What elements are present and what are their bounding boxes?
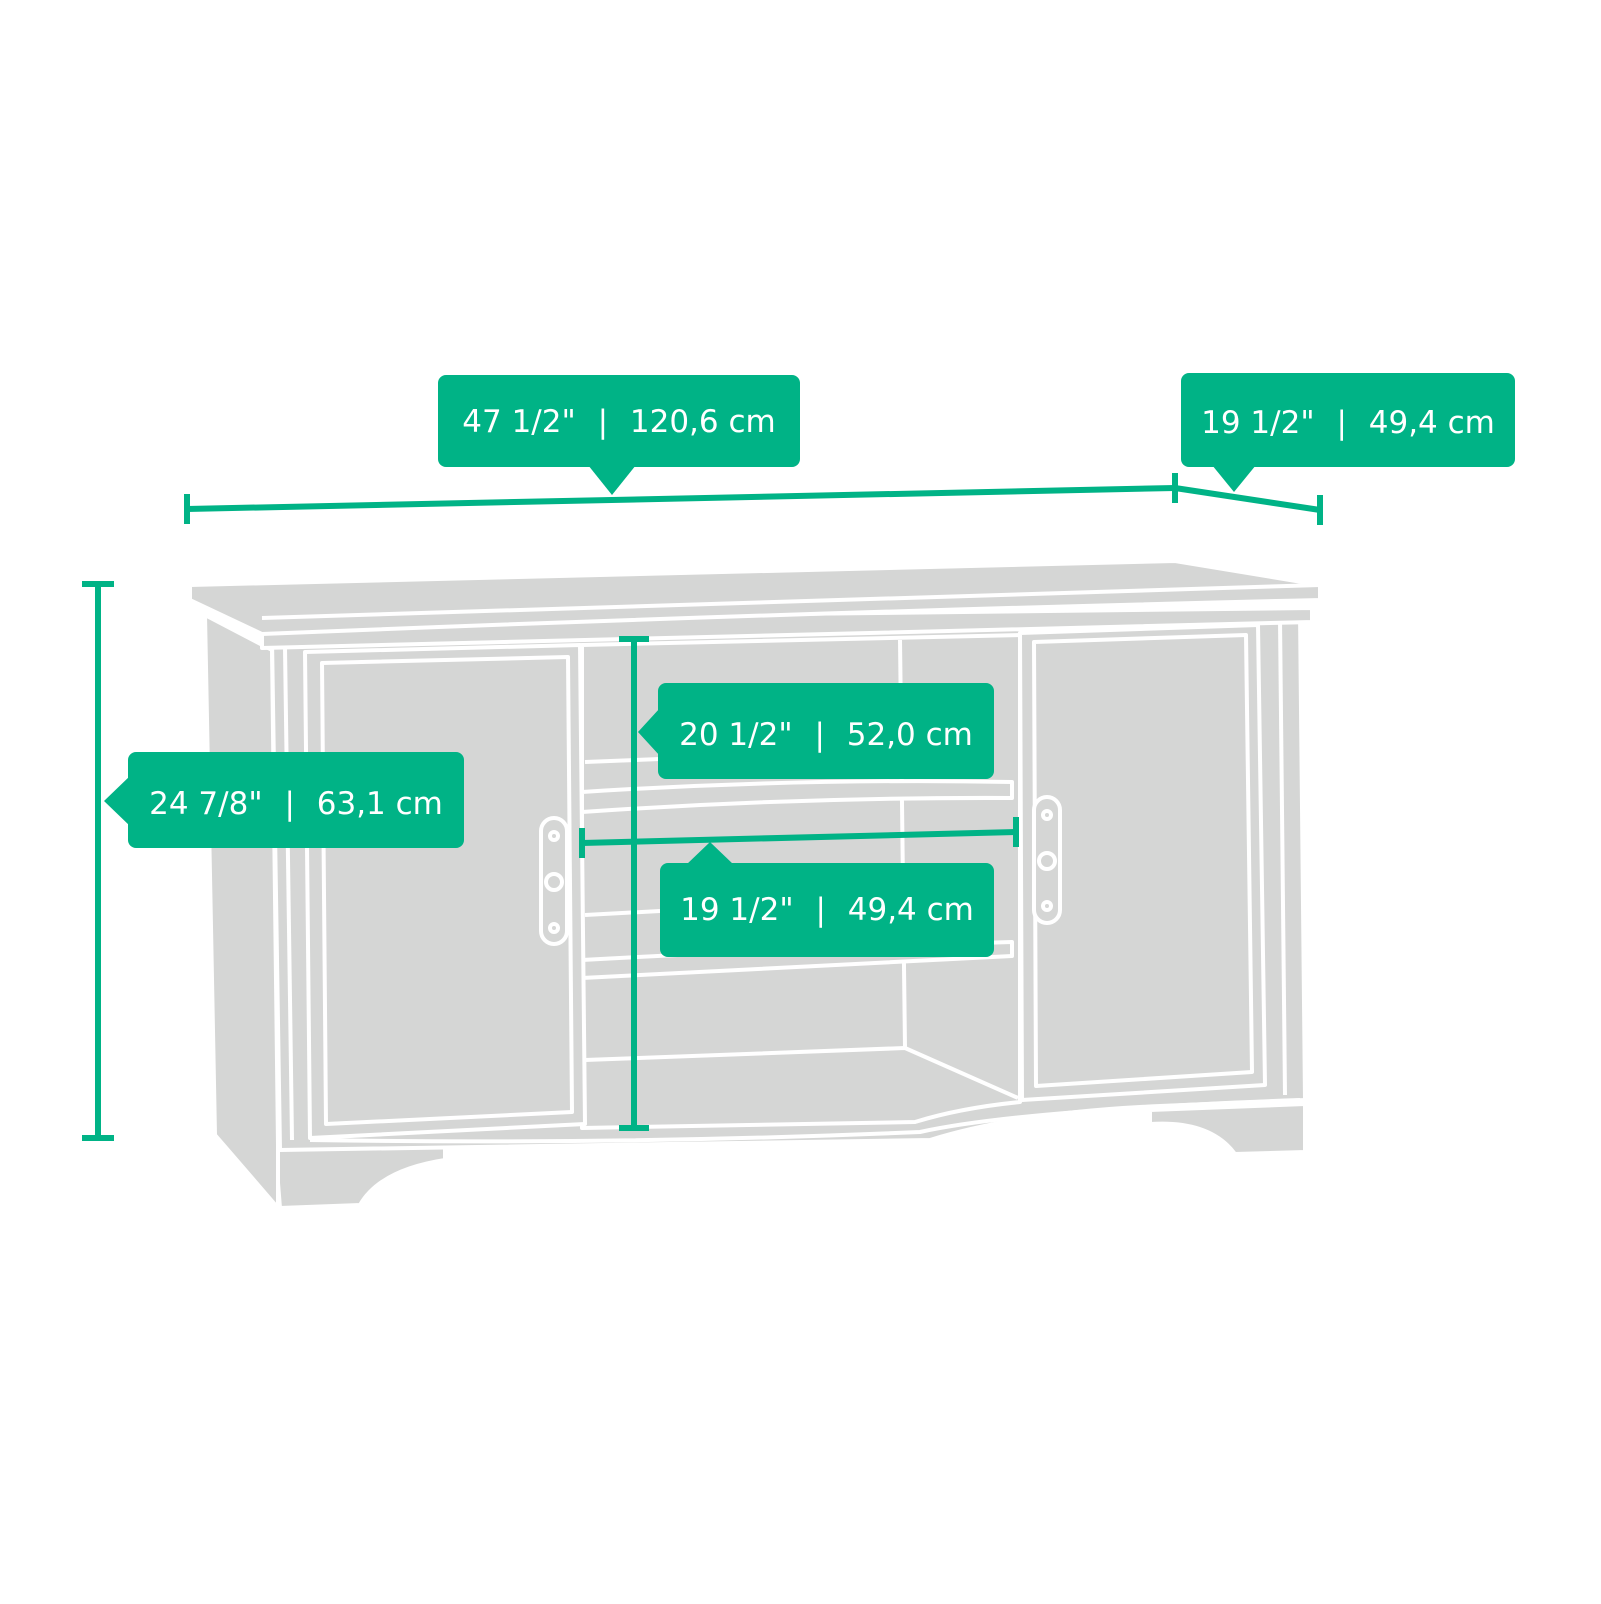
width-callout: 47 1/2" | 120,6 cm — [438, 375, 800, 495]
tabletop-edge — [261, 583, 1321, 620]
svg-text:47 1/2" | 120,: 47 1/2" | 120,6 cm — [462, 404, 775, 440]
shelf-height-separator: | — [814, 717, 824, 753]
depth-callout: 19 1/2" | 49,4 cm — [1181, 373, 1515, 492]
depth-metric: 49,4 cm — [1369, 405, 1495, 441]
interior-floor — [584, 1046, 1019, 1100]
svg-text:19 1/2" | 49,4: 19 1/2" | 49,4 cm — [1201, 405, 1495, 441]
shelf-height-imperial: 20 1/2" — [679, 717, 792, 753]
right-door-panel — [1032, 633, 1254, 1088]
tabletop — [188, 559, 1322, 636]
right-door-handle — [1032, 795, 1062, 925]
svg-text:20 1/2" | 52,0: 20 1/2" | 52,0 cm — [679, 717, 973, 753]
left-door-panel — [320, 655, 574, 1126]
left-door-handle — [539, 816, 569, 946]
right-base — [1148, 1102, 1307, 1156]
upper-shelf-back — [584, 757, 661, 764]
lower-shelf-back — [584, 909, 661, 917]
shelf-width-callout: 19 1/2" | 49,4 cm — [660, 842, 994, 957]
shelf-width-line — [581, 829, 1017, 846]
depth-separator: | — [1336, 405, 1346, 441]
height-separator: | — [284, 786, 294, 822]
width-imperial: 47 1/2" — [462, 404, 575, 440]
svg-text:19 1/2" | 49,4: 19 1/2" | 49,4 cm — [680, 892, 974, 928]
shelf-height-callout: 20 1/2" | 52,0 cm — [638, 683, 994, 779]
height-imperial: 24 7/8" — [149, 786, 262, 822]
svg-text:24 7/8" | 63,1: 24 7/8" | 63,1 cm — [149, 786, 443, 822]
width-metric: 120,6 cm — [630, 404, 776, 440]
shelf-height-metric: 52,0 cm — [847, 717, 973, 753]
upper-shelf — [580, 779, 1014, 814]
callouts: 47 1/2" | 120,6 cm 19 1/2" | 49,4 cm 24 … — [104, 373, 1515, 957]
width-separator: | — [598, 404, 608, 440]
depth-line — [1174, 485, 1321, 513]
left-base — [273, 1138, 447, 1210]
shelf-width-imperial: 19 1/2" — [680, 892, 793, 928]
left-pilaster-line — [283, 647, 294, 1141]
shelf-width-separator: | — [815, 892, 825, 928]
left-side-panel — [203, 613, 280, 1210]
dimension-lines — [82, 473, 1323, 1141]
apron-curve — [309, 1098, 1301, 1144]
right-door — [1018, 623, 1267, 1102]
height-callout: 24 7/8" | 63,1 cm — [104, 752, 464, 848]
height-metric: 63,1 cm — [317, 786, 443, 822]
width-line — [186, 485, 1176, 512]
shelf-width-metric: 49,4 cm — [848, 892, 974, 928]
depth-imperial: 19 1/2" — [1201, 405, 1314, 441]
right-pilaster-line — [1278, 619, 1287, 1096]
